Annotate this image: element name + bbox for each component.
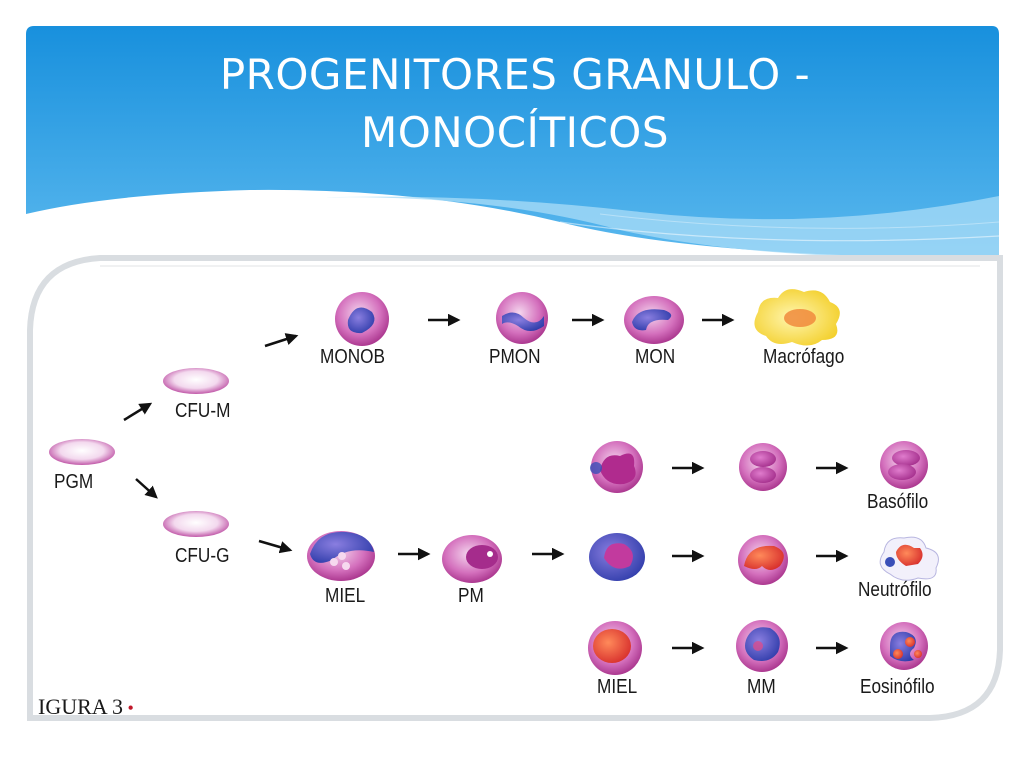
- arrow-cfu-g-to-miel: [258, 539, 293, 554]
- label-pgm: PGM: [54, 471, 94, 493]
- mon-cell: [624, 296, 684, 344]
- slide-title-line-1: PROGENITORES GRANULO -: [219, 50, 811, 99]
- pgm-cell: [49, 439, 115, 465]
- label-pmon: PMON: [489, 346, 541, 368]
- label-eosinofilo: Eosinófilo: [860, 676, 935, 698]
- label-cfu-g: CFU-G: [175, 545, 230, 567]
- slide-title: PROGENITORES GRANULO - MONOCÍTICOS: [100, 46, 930, 162]
- basophil-intermediate-cell: [739, 443, 787, 491]
- mm-cell: [736, 620, 788, 672]
- monob-cell: [335, 292, 389, 346]
- metamyelocyte-cell: [738, 535, 788, 585]
- figure-caption-text: IGURA 3: [38, 694, 123, 719]
- neutrophil-precursor-cell: [589, 533, 645, 581]
- cfu-g-cell: [163, 511, 229, 537]
- cfu-m-cell: [163, 368, 229, 394]
- label-neutrofilo: Neutrófilo: [858, 579, 932, 601]
- label-macrofago: Macrófago: [763, 346, 845, 368]
- arrow-cfu-m-to-monob: [264, 333, 299, 348]
- basofilo-cell: [880, 441, 928, 489]
- neutrofilo-cell: [879, 536, 939, 581]
- label-cfu-m: CFU-M: [175, 400, 231, 422]
- label-pm: PM: [458, 585, 484, 607]
- arrow-pgm-to-cfu-g: [135, 478, 158, 499]
- label-miel-neutrophil: MIEL: [325, 585, 366, 607]
- pmon-cell: [496, 292, 548, 344]
- label-miel-eosinophil: MIEL: [597, 676, 638, 698]
- miel-cell: [307, 531, 375, 581]
- caption-bullet: •: [122, 698, 134, 718]
- label-monob: MONOB: [320, 346, 385, 368]
- basophil-precursor-cell: [590, 441, 643, 493]
- arrow-pgm-to-cfu-m: [123, 402, 153, 422]
- label-mm: MM: [747, 676, 776, 698]
- pm-cell: [442, 535, 502, 583]
- figure-caption: IGURA 3 •: [38, 694, 134, 720]
- miel-eosinophil-cell: [588, 621, 642, 675]
- label-mon: MON: [635, 346, 676, 368]
- label-basofilo: Basófilo: [867, 491, 929, 513]
- slide-title-line-2: MONOCÍTICOS: [360, 108, 670, 157]
- macrofago-cell: [754, 289, 840, 346]
- eosinofilo-cell: [880, 622, 928, 670]
- title-banner: [26, 26, 1000, 259]
